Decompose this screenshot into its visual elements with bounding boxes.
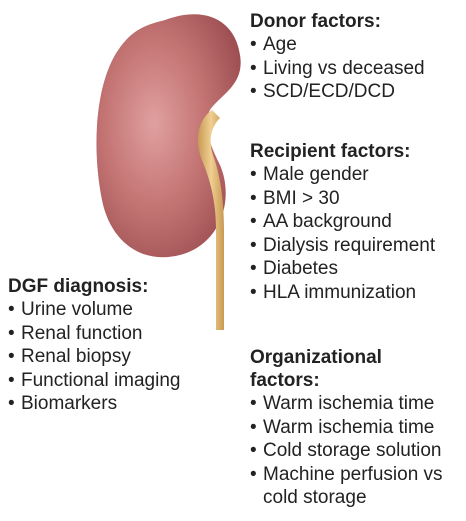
organizational-factors-list: •Warm ischemia time •Warm ischemia time … bbox=[250, 392, 443, 510]
bullet: • bbox=[250, 163, 263, 187]
list-item-text: Machine perfusion vs bbox=[263, 464, 443, 485]
list-item: •SCD/ECD/DCD bbox=[250, 80, 425, 104]
bullet: • bbox=[250, 416, 263, 440]
dgf-diagnosis-list: •Urine volume •Renal function •Renal bio… bbox=[8, 298, 180, 416]
list-item: •Cold storage solution bbox=[250, 439, 443, 463]
donor-factors-list: •Age •Living vs deceased •SCD/ECD/DCD bbox=[250, 33, 425, 104]
bullet: • bbox=[250, 57, 263, 81]
bullet: • bbox=[8, 392, 21, 416]
bullet: • bbox=[250, 281, 263, 305]
list-item: •Renal biopsy bbox=[8, 345, 180, 369]
list-item: •Urine volume bbox=[8, 298, 180, 322]
list-item-text: Cold storage solution bbox=[263, 440, 442, 461]
bullet: • bbox=[250, 392, 263, 416]
bullet: • bbox=[8, 322, 21, 346]
bullet: • bbox=[250, 80, 263, 104]
list-item-continuation: cold storage bbox=[250, 486, 443, 510]
organizational-factors-section: Organizational factors: •Warm ischemia t… bbox=[250, 346, 443, 510]
list-item-text: Functional imaging bbox=[21, 370, 180, 391]
list-item-text: Warm ischemia time bbox=[263, 393, 434, 414]
list-item: •Functional imaging bbox=[8, 369, 180, 393]
recipient-factors-section: Recipient factors: •Male gender •BMI > 3… bbox=[250, 140, 435, 305]
organizational-factors-heading-line1: Organizational bbox=[250, 346, 443, 369]
organizational-factors-heading-line2: factors: bbox=[250, 369, 443, 392]
list-item-text: Urine volume bbox=[21, 299, 133, 320]
list-item: •Diabetes bbox=[250, 257, 435, 281]
list-item: •Machine perfusion vs bbox=[250, 463, 443, 487]
list-item-text: AA background bbox=[263, 211, 392, 232]
list-item-text: Diabetes bbox=[263, 258, 338, 279]
list-item-text: Dialysis requirement bbox=[263, 235, 435, 256]
bullet: • bbox=[250, 33, 263, 57]
bullet: • bbox=[8, 345, 21, 369]
list-item-text: Biomarkers bbox=[21, 393, 117, 414]
list-item-text: BMI > 30 bbox=[263, 188, 340, 209]
list-item-text: SCD/ECD/DCD bbox=[263, 81, 395, 102]
bullet: • bbox=[250, 234, 263, 258]
donor-factors-section: Donor factors: •Age •Living vs deceased … bbox=[250, 10, 425, 104]
list-item-text: Male gender bbox=[263, 164, 369, 185]
recipient-factors-heading: Recipient factors: bbox=[250, 140, 435, 163]
bullet: • bbox=[8, 298, 21, 322]
dgf-diagnosis-heading: DGF diagnosis: bbox=[8, 275, 180, 298]
list-item: •Warm ischemia time bbox=[250, 392, 443, 416]
bullet: • bbox=[250, 257, 263, 281]
recipient-factors-list: •Male gender •BMI > 30 •AA background •D… bbox=[250, 163, 435, 305]
list-item: •Warm ischemia time bbox=[250, 416, 443, 440]
bullet: • bbox=[250, 439, 263, 463]
list-item: •AA background bbox=[250, 210, 435, 234]
list-item-text: Living vs deceased bbox=[263, 58, 425, 79]
list-item-text: Renal biopsy bbox=[21, 346, 131, 367]
dgf-diagnosis-section: DGF diagnosis: •Urine volume •Renal func… bbox=[8, 275, 180, 416]
list-item-text: Warm ischemia time bbox=[263, 417, 434, 438]
list-item: •Living vs deceased bbox=[250, 57, 425, 81]
bullet: • bbox=[8, 369, 21, 393]
list-item: •Dialysis requirement bbox=[250, 234, 435, 258]
list-item-text: HLA immunization bbox=[263, 282, 416, 303]
list-item-text: Renal function bbox=[21, 323, 142, 344]
bullet: • bbox=[250, 187, 263, 211]
bullet: • bbox=[250, 463, 263, 487]
list-item: •Age bbox=[250, 33, 425, 57]
bullet: • bbox=[250, 210, 263, 234]
list-item: •Biomarkers bbox=[8, 392, 180, 416]
list-item-text: Age bbox=[263, 34, 297, 55]
list-item: •Male gender bbox=[250, 163, 435, 187]
list-item: •HLA immunization bbox=[250, 281, 435, 305]
list-item: •BMI > 30 bbox=[250, 187, 435, 211]
donor-factors-heading: Donor factors: bbox=[250, 10, 425, 33]
list-item: •Renal function bbox=[8, 322, 180, 346]
